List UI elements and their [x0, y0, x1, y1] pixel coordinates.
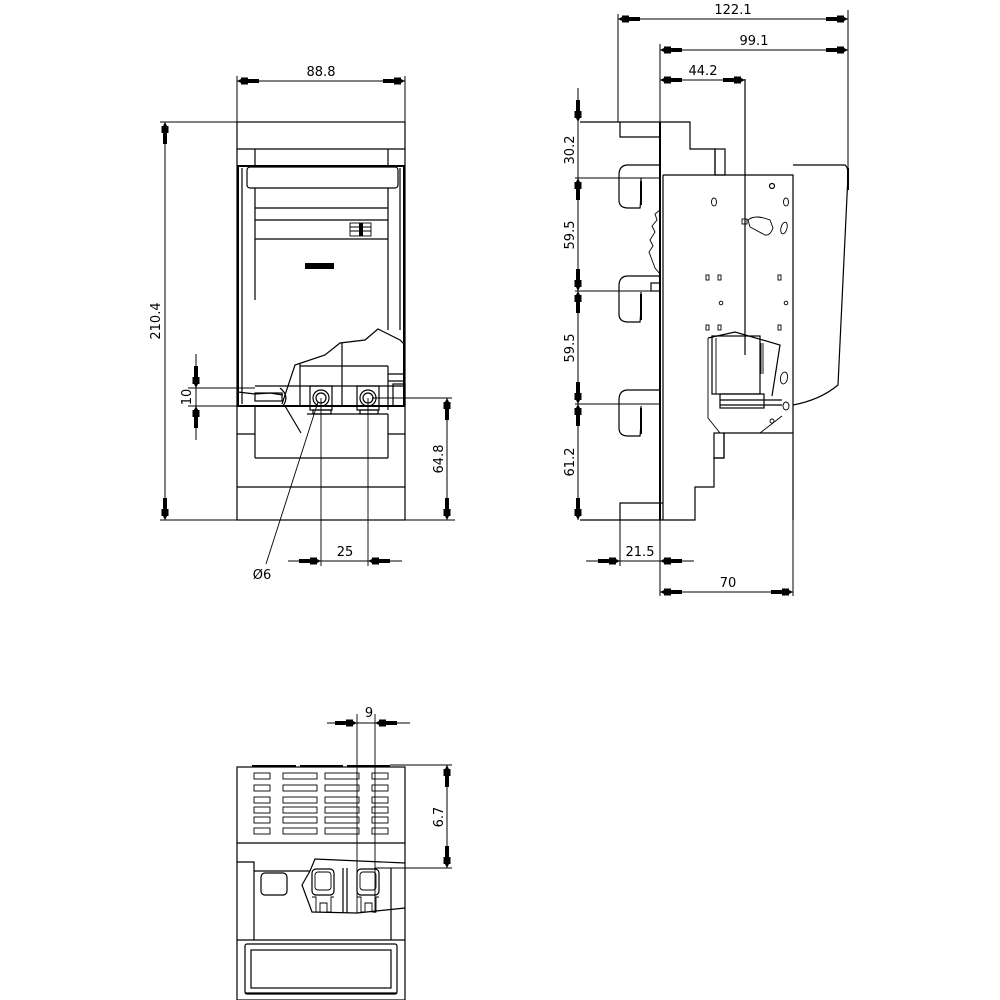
dim-slot-width-label: 9 — [365, 706, 373, 721]
dim-overall-depth-label: 122.1 — [714, 3, 751, 18]
dim-body-depth-label: 70 — [720, 576, 737, 591]
grid-logo-icon — [349, 222, 372, 237]
front-view — [236, 121, 406, 566]
side-view — [580, 79, 849, 521]
front-handle — [246, 166, 399, 189]
vent-slots — [253, 772, 389, 835]
dim-rail-to-axis-label: 44.2 — [689, 64, 718, 79]
dim-top-section-label: 30.2 — [563, 136, 578, 165]
dim-slot-depth-label: 6.7 — [432, 807, 447, 828]
dim-hole-diameter-label: Ø6 — [253, 568, 272, 583]
bottom-outer-outline — [236, 766, 406, 1000]
bottom-clip-right — [356, 868, 380, 913]
dim-height-label: 210.4 — [149, 302, 164, 339]
side-dimensions: 122.1 99.1 44.2 30.2 59.5 59.5 61.2 2 — [563, 3, 849, 596]
dim-bottom-section-label: 61.2 — [563, 448, 578, 477]
dim-lower-pitch-label: 59.5 — [563, 334, 578, 363]
bottom-dimensions: 9 6.7 — [327, 706, 452, 869]
dim-terminal-spacing-label: 25 — [337, 545, 354, 560]
dim-depth-from-rail-label: 99.1 — [740, 34, 769, 49]
bottom-square-socket — [260, 872, 288, 896]
bottom-view — [236, 714, 406, 1000]
front-cover — [237, 165, 405, 407]
dim-width-label: 88.8 — [307, 65, 336, 80]
dim-rear-offset-label: 21.5 — [626, 545, 655, 560]
bottom-clip-left — [311, 868, 335, 913]
bottom-handle — [244, 943, 398, 995]
dim-upper-pitch-label: 59.5 — [563, 221, 578, 250]
dim-terminal-height-label: 64.8 — [432, 445, 447, 474]
brand-label-icon — [305, 263, 334, 269]
dim-terminal-offset-label: 10 — [180, 389, 195, 406]
front-dimensions: 88.8 210.4 10 64.8 25 Ø6 — [149, 65, 455, 583]
